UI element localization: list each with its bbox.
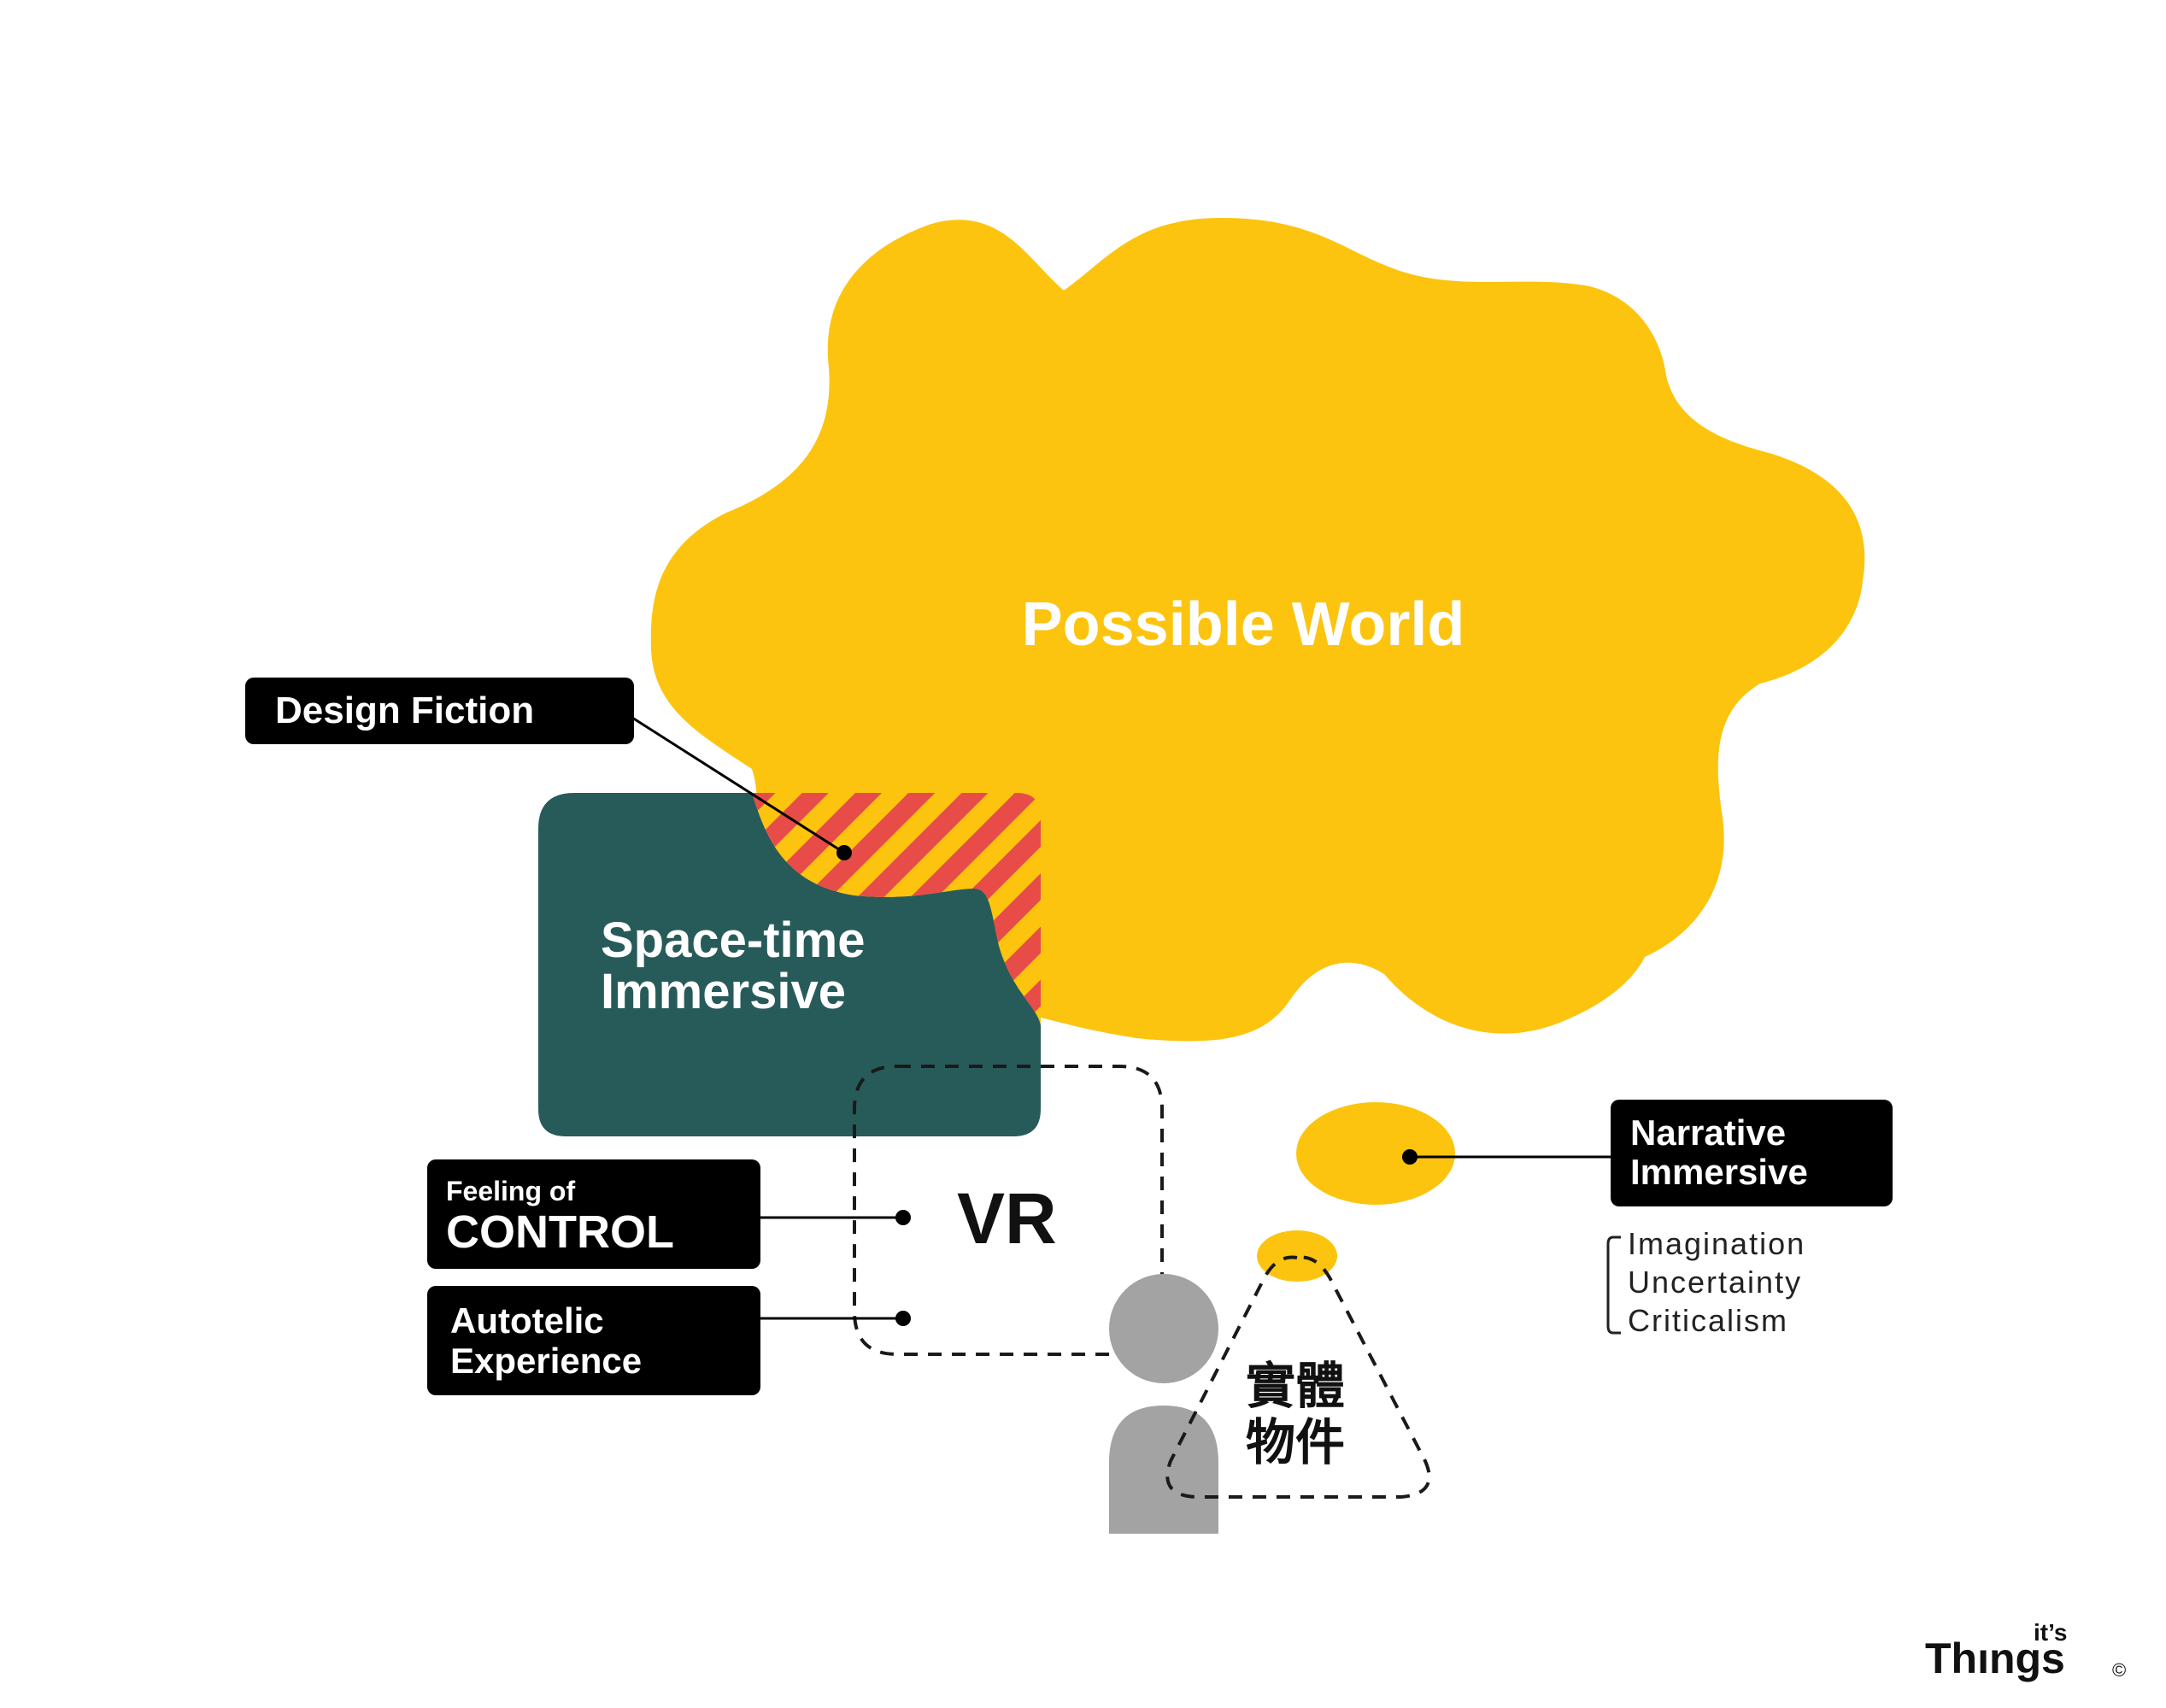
space-time-label-line2: Immersive (601, 964, 846, 1019)
narrative-label-line1: Narrative (1630, 1112, 1786, 1153)
traits-bracket (1606, 1236, 1621, 1335)
person-body (1109, 1406, 1218, 1534)
space-time-label-line1: Space-time (601, 913, 865, 968)
design-fiction-connector (631, 716, 845, 854)
physical-object-dashed-triangle (1165, 1255, 1431, 1499)
design-fiction-dot (836, 845, 852, 860)
control-dot (895, 1210, 911, 1225)
possible-world-title: Possible World (1022, 590, 1465, 659)
design-fiction-overlap (752, 793, 1041, 1025)
trait-imagination: Imagination (1628, 1226, 1805, 1261)
narrative-label-line2: Immersive (1630, 1152, 1808, 1192)
trait-criticalism: Criticalism (1628, 1303, 1788, 1338)
autotelic-label-line2: Experience (450, 1341, 642, 1381)
logo-copyright: © (2112, 1659, 2126, 1681)
trait-uncertainty: Uncertainty (1628, 1265, 1802, 1300)
logo-its: it’s (2034, 1619, 2067, 1646)
physical-object-label-line1: 實體 (1246, 1357, 1345, 1415)
design-fiction-label: Design Fiction (275, 690, 534, 731)
feeling-of-label: Feeling of (446, 1176, 575, 1206)
vr-label: VR (957, 1178, 1057, 1259)
space-time-block (538, 793, 1041, 1136)
control-label: CONTROL (446, 1206, 674, 1258)
thought-bubble-large (1296, 1102, 1455, 1205)
autotelic-experience-box (427, 1286, 760, 1395)
autotelic-label-line1: Autotelic (450, 1300, 604, 1341)
vr-dashed-boundary (853, 1065, 1164, 1356)
feeling-of-control-box (427, 1159, 760, 1269)
autotelic-dot (895, 1311, 911, 1326)
narrative-immersive-box (1611, 1100, 1893, 1206)
physical-object-label-line2: 物件 (1246, 1413, 1345, 1471)
logo-things: Thıngs (1925, 1635, 2065, 1682)
design-fiction-label-box (245, 678, 634, 744)
person-head (1109, 1274, 1218, 1383)
